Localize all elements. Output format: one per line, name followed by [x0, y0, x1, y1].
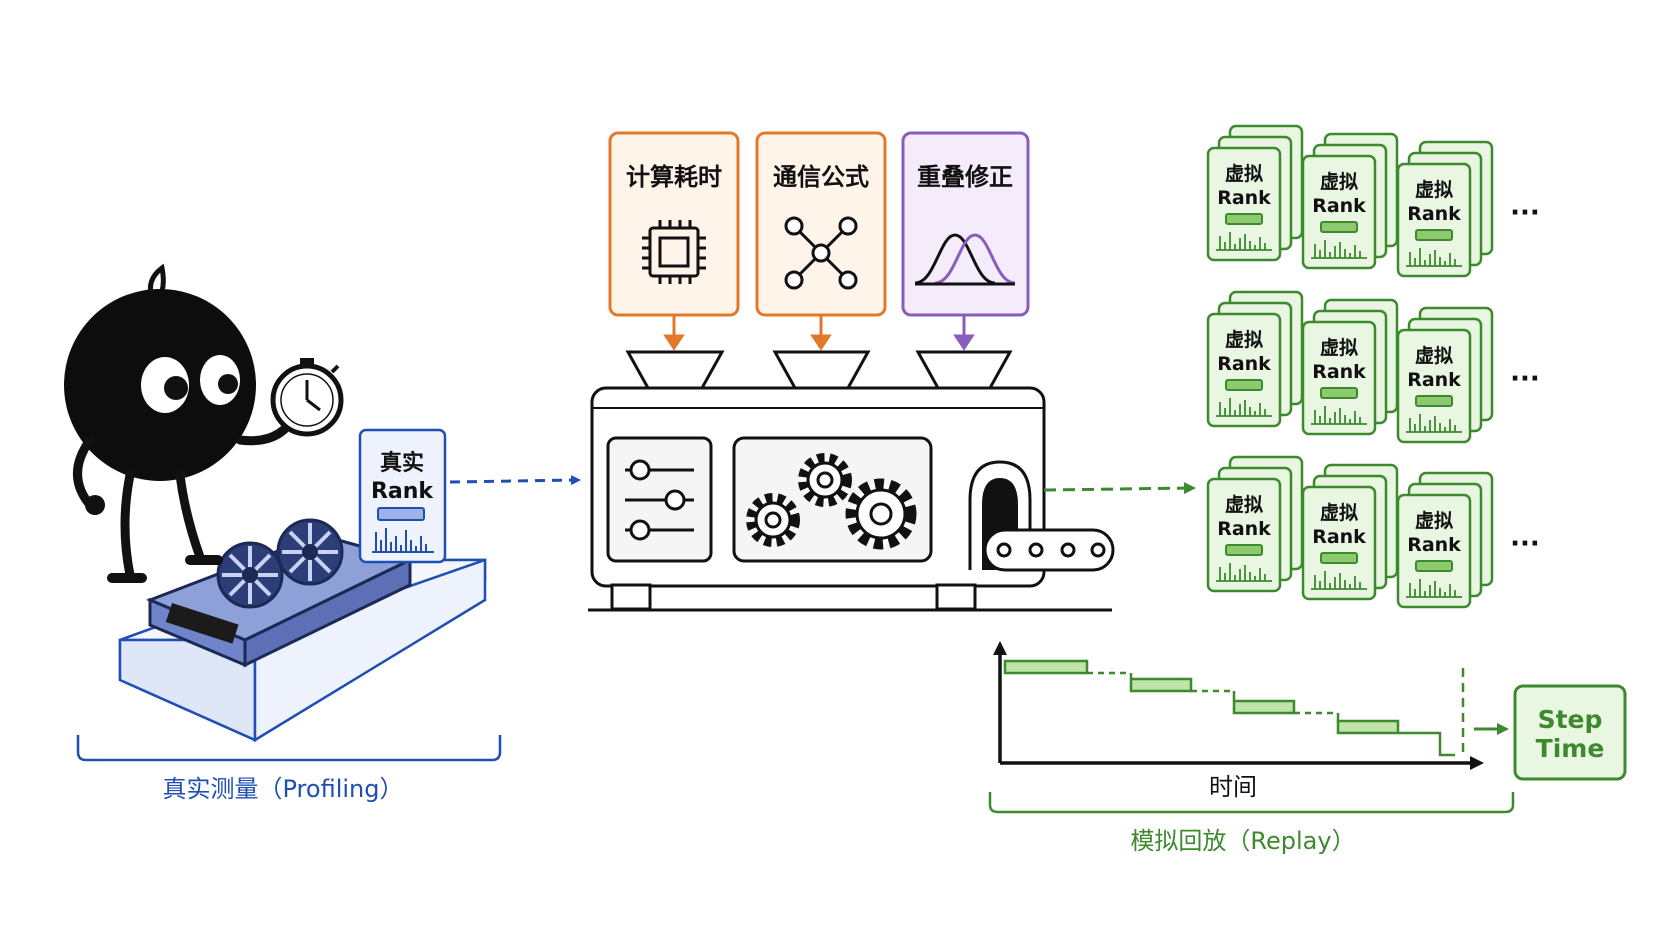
- mini-bar-chart-icon: [372, 528, 434, 553]
- mascot-with-stopwatch-icon: [64, 263, 344, 583]
- virtual-rank-page: [1396, 162, 1472, 278]
- virtual-rank-bar: [1320, 552, 1358, 564]
- virtual-rank-line2: Rank: [1312, 526, 1366, 548]
- virtual-rank-line1: 虚拟: [1225, 493, 1263, 516]
- timeline-connectors: [1087, 668, 1465, 758]
- virtual-rank-bar: [1225, 379, 1263, 391]
- conveyor-belt-icon: [968, 460, 1115, 572]
- virtual-rank-line2: Rank: [1217, 187, 1271, 209]
- mini-bar-chart-icon: [1216, 563, 1272, 582]
- input-arrows: [663, 316, 975, 351]
- mini-bar-chart-icon: [1311, 240, 1367, 259]
- step-time-line2: Time: [1536, 734, 1605, 763]
- distribution-curve-icon: [914, 233, 1016, 286]
- row-ellipses: ··· ··· ···: [1510, 198, 1540, 559]
- virtual-rank-page: [1396, 493, 1472, 609]
- virtual-rank-grid: 虚拟Rank虚拟Rank虚拟Rank虚拟Rank虚拟Rank虚拟Rank虚拟Ra…: [1206, 124, 1494, 609]
- replay-bracket: [988, 792, 1515, 814]
- simulation-engine-machine: [588, 350, 1115, 612]
- virtual-rank-page: [1301, 485, 1377, 601]
- input-card-overlap-correction: 重叠修正: [901, 131, 1030, 317]
- virtual-rank-line1: 虚拟: [1320, 336, 1358, 359]
- virtual-rank-bar: [1320, 387, 1358, 399]
- mini-bar-chart-icon: [1216, 232, 1272, 251]
- input-card-label: 通信公式: [773, 163, 869, 191]
- ellipsis: ···: [1510, 529, 1540, 559]
- virtual-rank-bar: [1225, 213, 1263, 225]
- input-card-communication-formula: 通信公式: [755, 131, 887, 317]
- mini-bar-chart-icon: [1311, 406, 1367, 425]
- input-card-label: 计算耗时: [626, 163, 722, 191]
- virtual-rank-bar: [1320, 221, 1358, 233]
- virtual-rank-line2: Rank: [1312, 361, 1366, 383]
- virtual-rank-bar: [1415, 395, 1453, 407]
- real-rank-line2: Rank: [371, 479, 434, 504]
- virtual-rank-line1: 虚拟: [1320, 170, 1358, 193]
- virtual-rank-bar: [1415, 229, 1453, 241]
- virtual-rank-page: [1206, 477, 1282, 593]
- virtual-rank-line1: 虚拟: [1415, 178, 1453, 201]
- real-rank-card: 真实 Rank: [358, 428, 447, 564]
- mini-bar-chart-icon: [1406, 414, 1462, 433]
- virtual-rank-line2: Rank: [1407, 534, 1461, 556]
- profiling-section: 真实 Rank: [64, 263, 502, 803]
- gears-icon: [732, 436, 933, 563]
- mini-bar-chart-icon: [1406, 579, 1462, 598]
- profiling-bracket: [76, 735, 502, 762]
- profiling-caption: 真实测量（Profiling）: [163, 775, 404, 803]
- replay-caption: 模拟回放（Replay）: [1130, 827, 1355, 855]
- virtual-rank-page: [1301, 154, 1377, 270]
- profiling-to-engine-arrow: [449, 475, 581, 486]
- virtual-rank-line2: Rank: [1217, 353, 1271, 375]
- virtual-rank-page: [1206, 312, 1282, 428]
- virtual-rank-bar: [1225, 544, 1263, 556]
- input-card-label: 重叠修正: [917, 163, 1013, 191]
- virtual-rank-line2: Rank: [1407, 203, 1461, 225]
- step-time-line1: Step: [1538, 705, 1603, 734]
- real-rank-line1: 真实: [380, 450, 424, 476]
- virtual-rank-line1: 虚拟: [1225, 328, 1263, 351]
- virtual-rank-bar: [1415, 560, 1453, 572]
- chip-icon: [642, 220, 706, 284]
- virtual-rank-page: [1396, 328, 1472, 444]
- mini-bar-chart-icon: [1311, 571, 1367, 590]
- timeline-segments: [1003, 659, 1400, 735]
- ellipsis: ···: [1510, 198, 1540, 228]
- virtual-rank-page: [1206, 146, 1282, 262]
- virtual-rank-line1: 虚拟: [1415, 344, 1453, 367]
- virtual-rank-line1: 虚拟: [1320, 501, 1358, 524]
- sliders-icon: [606, 436, 713, 563]
- virtual-rank-line2: Rank: [1407, 369, 1461, 391]
- virtual-rank-line2: Rank: [1312, 195, 1366, 217]
- mini-bar-chart-icon: [1406, 248, 1462, 267]
- replay-timeline: 时间: [993, 641, 1509, 801]
- stopwatch-icon: [270, 358, 344, 437]
- virtual-rank-line1: 虚拟: [1415, 509, 1453, 532]
- timeline-axis-label: 时间: [1209, 773, 1257, 801]
- input-card-compute-time: 计算耗时: [608, 131, 740, 317]
- step-time-box: Step Time: [1513, 684, 1627, 781]
- network-icon: [784, 216, 858, 290]
- virtual-rank-line1: 虚拟: [1225, 162, 1263, 185]
- gpu-card-icon: [145, 518, 415, 668]
- funnel-icons: [625, 350, 1013, 390]
- ellipsis: ···: [1510, 364, 1540, 394]
- mini-bar-chart-icon: [1216, 398, 1272, 417]
- engine-to-replay-arrow: [1043, 482, 1196, 495]
- virtual-rank-line2: Rank: [1217, 518, 1271, 540]
- virtual-rank-page: [1301, 320, 1377, 436]
